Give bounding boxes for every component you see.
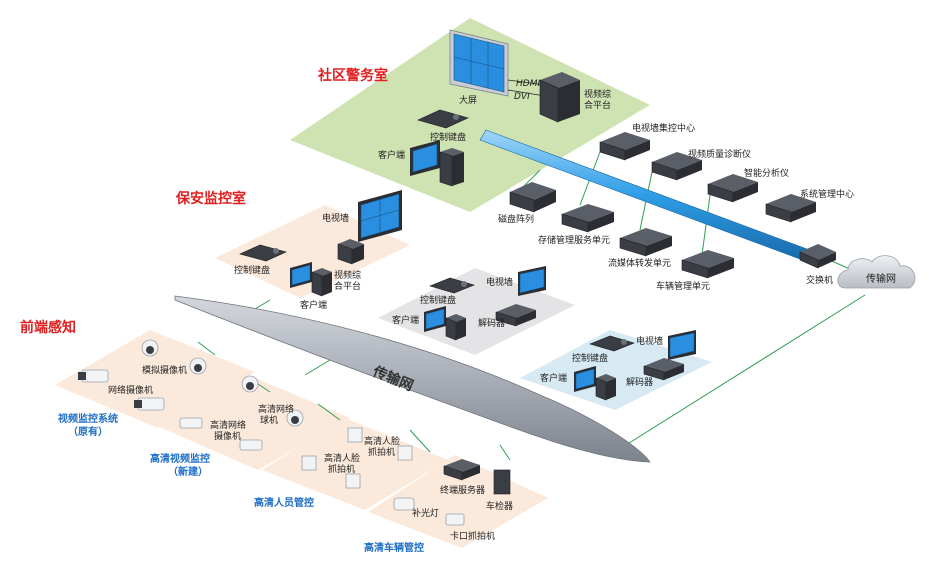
fill-light-label: 补光灯 bbox=[412, 507, 439, 519]
checkpoint-camera-icon bbox=[445, 513, 465, 526]
vehicle-detector-icon bbox=[493, 469, 511, 495]
switch-icon bbox=[799, 244, 836, 269]
hd-dome-label-2: 球机 bbox=[260, 414, 278, 426]
face-camera-2-label-1: 高清人脸 bbox=[324, 452, 360, 464]
security-room-title: 保安监控室 bbox=[175, 190, 246, 207]
security-keyboard-label: 控制键盘 bbox=[234, 264, 270, 276]
group1-title-2: （原有） bbox=[68, 425, 108, 438]
face-camera-icon bbox=[301, 427, 413, 489]
security-client-icon bbox=[290, 262, 332, 297]
tvwall-center-label: 电视墙集控中心 bbox=[632, 122, 695, 134]
terminal-server-label: 终端服务器 bbox=[440, 484, 485, 496]
vehicle-mgmt-icon bbox=[681, 250, 734, 279]
security-video-platform-label-1: 视频综 bbox=[334, 269, 361, 281]
station-a-client-icon bbox=[424, 306, 466, 341]
transport-cloud-label: 传输网 bbox=[866, 272, 896, 285]
face-camera-1-label-1: 高清人脸 bbox=[364, 435, 400, 447]
system-mgmt-icon bbox=[765, 194, 816, 223]
police-room-zone bbox=[290, 18, 650, 212]
frontend-zone-1 bbox=[55, 330, 255, 428]
police-keyboard-icon bbox=[417, 109, 469, 129]
group2-title-2: （新建） bbox=[168, 465, 208, 478]
big-screen-wall bbox=[449, 29, 509, 97]
ip-camera-label: 网络摄像机 bbox=[108, 384, 153, 396]
face-camera-2-label-2: 抓拍机 bbox=[328, 463, 355, 475]
station-a-tvwall-icon bbox=[518, 266, 546, 296]
hd-dome-icon bbox=[241, 375, 304, 427]
hd-ip-camera-label-2: 摄像机 bbox=[214, 430, 241, 442]
storage-mgmt-label: 存储管理服务单元 bbox=[538, 234, 610, 246]
security-video-platform-icon bbox=[337, 239, 364, 265]
hd-ip-camera-label-1: 高清网络 bbox=[210, 419, 246, 431]
station-b-tvwall-icon bbox=[668, 330, 696, 360]
terminal-server-icon bbox=[443, 459, 480, 481]
station-b-tvwall-label: 电视墙 bbox=[636, 335, 663, 347]
security-video-platform-label-2: 合平台 bbox=[334, 280, 361, 292]
checkpoint-camera-label: 卡口抓拍机 bbox=[450, 530, 495, 542]
smart-analyzer-label: 智能分析仪 bbox=[744, 167, 789, 179]
stream-forward-icon bbox=[619, 228, 672, 257]
station-b-keyboard-label: 控制键盘 bbox=[572, 352, 608, 364]
police-client-label: 客户端 bbox=[378, 149, 405, 161]
video-quality-icon bbox=[651, 152, 702, 181]
station-a-decoder-icon bbox=[495, 304, 536, 327]
security-keyboard-icon bbox=[239, 244, 287, 262]
police-video-platform-label-2: 合平台 bbox=[584, 99, 611, 111]
vehicle-mgmt-label: 车辆管理单元 bbox=[656, 280, 710, 292]
group4-title: 高清车辆管控 bbox=[364, 541, 424, 554]
security-tvwall-label: 电视墙 bbox=[322, 212, 349, 224]
switch-label: 交换机 bbox=[806, 274, 833, 286]
vehicle-detector-label: 车检器 bbox=[486, 500, 513, 512]
station-a-keyboard-icon bbox=[429, 277, 475, 294]
analog-camera-icon bbox=[141, 339, 207, 375]
station-a-keyboard-label: 控制键盘 bbox=[420, 294, 456, 306]
fill-light-icon bbox=[393, 497, 415, 511]
stream-forward-label: 流媒体转发单元 bbox=[608, 257, 671, 269]
police-room-title: 社区警务室 bbox=[317, 67, 388, 84]
storage-mgmt-icon bbox=[561, 204, 614, 233]
hdmi-label: HDMI bbox=[516, 79, 540, 89]
transport-cloud bbox=[837, 255, 916, 289]
police-video-platform-icon bbox=[539, 72, 580, 123]
face-camera-1-label-2: 抓拍机 bbox=[368, 446, 395, 458]
station-b-client-label: 客户端 bbox=[540, 372, 567, 384]
group2-title-1: 高清视频监控 bbox=[150, 452, 210, 465]
transport-network-band bbox=[174, 295, 651, 463]
dvi-label: DVI bbox=[514, 92, 530, 102]
smart-analyzer-icon bbox=[707, 174, 758, 203]
disk-array-icon bbox=[509, 182, 556, 213]
police-keyboard-label: 控制键盘 bbox=[430, 131, 466, 143]
frontend-zone-2 bbox=[155, 375, 350, 470]
station-b-keyboard-icon bbox=[589, 335, 635, 352]
security-client-label: 客户端 bbox=[300, 299, 327, 311]
analog-camera-label: 模拟摄像机 bbox=[142, 364, 187, 376]
video-quality-label: 视频质量诊断仪 bbox=[688, 148, 751, 160]
station-b-decoder-label: 解码器 bbox=[626, 376, 653, 388]
group1-title-1: 视频监控系统 bbox=[58, 412, 118, 425]
ip-camera-icon bbox=[78, 369, 165, 411]
frontend-zone-3 bbox=[262, 418, 448, 510]
group3-title: 高清人员管控 bbox=[254, 496, 314, 509]
station-a-tvwall-label: 电视墙 bbox=[486, 276, 513, 288]
police-video-platform-label-1: 视频综 bbox=[584, 88, 611, 100]
station-b-client-icon bbox=[574, 366, 616, 401]
police-client-icon bbox=[410, 140, 464, 187]
station-a-decoder-label: 解码器 bbox=[478, 317, 505, 329]
security-tvwall-icon bbox=[358, 190, 402, 242]
station-a-client-label: 客户端 bbox=[392, 314, 419, 326]
system-mgmt-label: 系统管理中心 bbox=[800, 188, 854, 200]
station-b-zone bbox=[520, 330, 712, 410]
station-b-decoder-icon bbox=[643, 358, 684, 381]
big-screen-label: 大屏 bbox=[459, 94, 477, 106]
tvwall-center-icon bbox=[599, 132, 650, 161]
frontend-title: 前端感知 bbox=[20, 319, 76, 336]
hd-dome-label-1: 高清网络 bbox=[258, 403, 294, 415]
hd-ip-camera-icon bbox=[179, 417, 263, 451]
disk-array-label: 磁盘阵列 bbox=[498, 213, 534, 225]
